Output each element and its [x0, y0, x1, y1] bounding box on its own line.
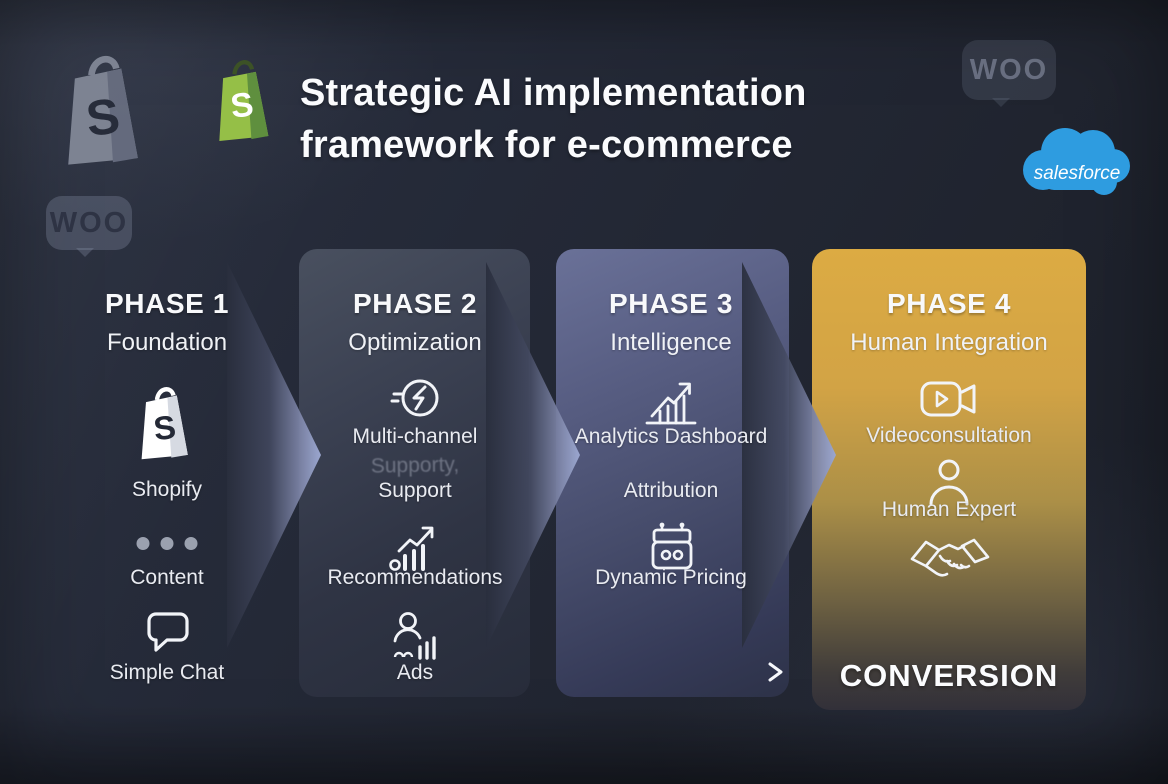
phase-3-item-attribution-label: Attribution	[623, 479, 719, 502]
person-stats-icon	[393, 612, 436, 660]
phase-2-item-ads-label: Ads	[396, 661, 434, 684]
shopify-item-letter: S	[151, 408, 177, 447]
handshake-icon	[910, 538, 990, 577]
phase-4-item-video-label: Videoconsultation	[866, 424, 1032, 447]
phase-3-title: PHASE 3	[608, 288, 734, 319]
woo-left-text: WOO	[49, 206, 129, 239]
woo-logo-top-icon: WOO	[962, 40, 1056, 107]
title-line-1: Strategic AI implementation	[300, 72, 807, 114]
chat-bubble-icon	[147, 612, 189, 652]
salesforce-logo-icon: salesforce	[1023, 128, 1130, 195]
phase-3-subtitle: Intelligence	[610, 329, 732, 356]
flow-arrow-icon	[562, 662, 783, 682]
phase-1-item-shopify-label: Shopify	[131, 478, 203, 501]
phase-4-item-expert-label: Human Expert	[881, 498, 1017, 521]
phase-2-item-recommendations-label: Recommendations	[327, 566, 503, 589]
phase-1-item-chat-label: Simple Chat	[109, 661, 225, 684]
analytics-chart-icon	[645, 382, 697, 425]
shopify-bag-icon: S	[141, 387, 188, 460]
phase-3-item-analytics-label: Analytics Dashboard	[574, 425, 768, 448]
phase-2-ghost-label: Supporty,	[370, 453, 460, 478]
title-line-2: framework for e-commerce	[300, 124, 793, 166]
phase-3-item-pricing-label: Dynamic Pricing	[595, 566, 747, 589]
phase-4-title: PHASE 4	[886, 288, 1012, 319]
phase-4-subtitle: Human Integration	[850, 329, 1048, 356]
woo-top-text: WOO	[969, 53, 1049, 86]
person-icon	[929, 459, 969, 506]
shopify-logo-icon: S	[219, 60, 269, 141]
phase-1-item-content-label: Content	[130, 566, 204, 589]
phase-2-item-support-label: Support	[378, 479, 452, 502]
growth-bars-icon	[389, 526, 434, 571]
woo-logo-left-icon: WOO	[46, 196, 132, 257]
phase-2-subtitle: Optimization	[348, 329, 482, 356]
page-title: Strategic AI implementation framework fo…	[300, 67, 807, 171]
shopify-ghost-letter: S	[83, 87, 123, 147]
phase-4-conversion-label: CONVERSION	[839, 658, 1059, 693]
shopify-bag-ghost-icon: S	[68, 55, 138, 165]
shopify-green-letter: S	[228, 85, 255, 125]
phase-2-title: PHASE 2	[352, 288, 478, 319]
salesforce-text: salesforce	[1034, 163, 1121, 184]
ellipsis-icon	[136, 537, 198, 550]
phase-1-subtitle: Foundation	[106, 329, 228, 356]
video-camera-icon	[920, 381, 976, 417]
cash-register-icon	[651, 522, 693, 570]
phase-1-title: PHASE 1	[104, 288, 230, 319]
phase-2-item-multichannel-label: Multi-channel	[352, 425, 478, 448]
speed-bolt-icon	[390, 379, 439, 417]
